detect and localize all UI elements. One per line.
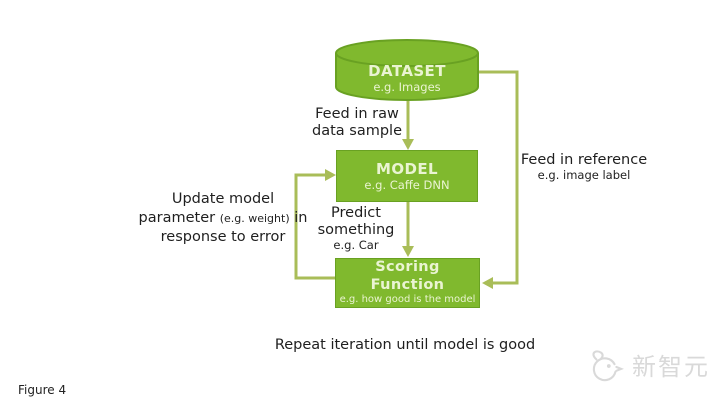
chick-bird-icon: [592, 350, 624, 382]
dataset-node-label: DATASET e.g. Images: [336, 60, 478, 96]
feed-reference-sub: e.g. image label: [537, 168, 631, 183]
dataset-cylinder: [335, 39, 479, 101]
arrow-model-to-scoring: [402, 202, 414, 257]
scoring-function-box: Scoring Function e.g. how good is the mo…: [335, 258, 480, 308]
dataset-subtitle: e.g. Images: [373, 79, 441, 94]
feed-reference-main: Feed in reference: [520, 152, 648, 168]
arrow-dataset-to-model: [402, 98, 414, 150]
scoring-title: Scoring Function: [370, 259, 445, 293]
model-title: MODEL: [376, 159, 438, 178]
scoring-subtitle: e.g. how good is the model: [339, 294, 476, 306]
update-label-small: (e.g. weight): [219, 211, 290, 225]
predict-label: Predict something e.g. Car: [318, 205, 395, 253]
repeat-iteration-label: Repeat iteration until model is good: [274, 337, 536, 353]
predict-label-sub: e.g. Car: [333, 238, 379, 253]
feed-raw-label: Feed in raw data sample: [312, 106, 402, 140]
watermark-text: 新智元: [632, 353, 710, 381]
figure-caption: Figure 4: [18, 383, 67, 397]
model-subtitle: e.g. Caffe DNN: [364, 177, 450, 192]
dataset-title: DATASET: [368, 61, 446, 80]
update-label-part2: in response to error: [160, 209, 308, 245]
arrow-dataset-to-scoring-reference: [476, 70, 519, 289]
arrow-scoring-to-model-feedback: [294, 169, 337, 280]
model-box: MODEL e.g. Caffe DNN: [336, 150, 478, 202]
update-label-part1: Update model parameter: [138, 191, 275, 226]
update-parameter-label: Update model parameter (e.g. weight) in …: [134, 190, 312, 247]
predict-label-main: Predict something: [317, 205, 395, 239]
watermark-logo: 新智元: [584, 348, 710, 386]
feed-reference-label: Feed in reference e.g. image label: [521, 152, 647, 183]
